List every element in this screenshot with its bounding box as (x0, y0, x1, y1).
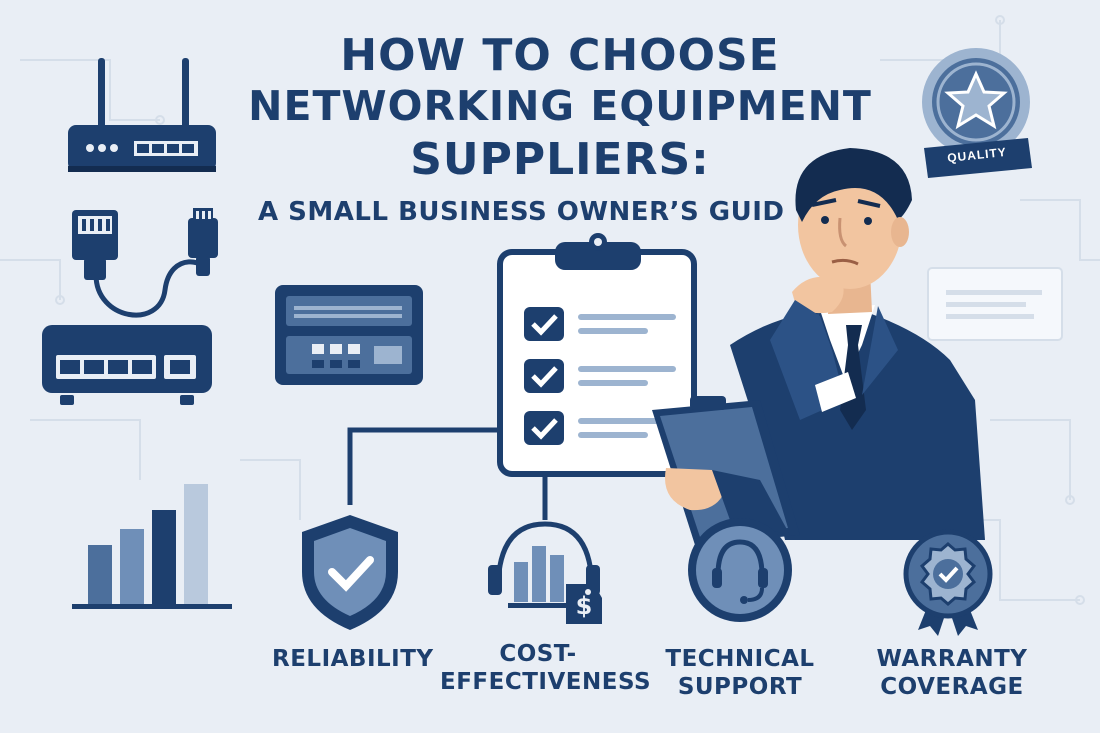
shield-check-icon (302, 515, 398, 630)
bar-chart-bar (184, 484, 208, 604)
criterion-label: TECHNICAL (665, 646, 815, 672)
router-icon (68, 58, 216, 172)
criterion-label: SUPPORT (677, 674, 803, 700)
warranty-ribbon-icon (903, 529, 993, 636)
speech-card (927, 267, 1063, 341)
criterion-label: COVERAGE (880, 674, 1024, 700)
criterion-technical-support: TECHNICAL SUPPORT (660, 645, 820, 701)
page-title-line-1: HOW TO CHOOSE (340, 30, 780, 81)
checklist-clipboard-icon (497, 233, 697, 477)
network-switch-icon (42, 325, 212, 405)
bar-chart-bar (120, 529, 144, 604)
checklist-item (524, 307, 676, 341)
criterion-label: COST- (499, 641, 577, 667)
server-icon (275, 285, 423, 385)
connector-lines (347, 427, 548, 520)
criterion-label: WARRANTY (876, 646, 1028, 672)
quality-badge-icon (922, 48, 1032, 178)
ethernet-cable-icon (72, 208, 218, 318)
businessman-figure (652, 148, 985, 545)
criterion-warranty-coverage: WARRANTY COVERAGE (872, 645, 1032, 701)
bar-chart-bar (152, 510, 176, 604)
page-subtitle: A SMALL BUSINESS OWNER’S GUID (258, 197, 785, 227)
page-title-line-2: NETWORKING EQUIPMENT (248, 82, 872, 130)
checklist-item (524, 411, 676, 445)
criterion-label: RELIABILITY (272, 646, 434, 672)
bar-chart-bar (88, 545, 112, 604)
criterion-cost-effectiveness: COST- EFFECTIVENESS (440, 640, 652, 696)
page-title-line-3: SUPPLIERS: (410, 134, 710, 185)
bar-chart-icon (72, 484, 232, 609)
criterion-label: EFFECTIVENESS (440, 669, 652, 695)
checklist-item (524, 359, 676, 393)
cost-chart-icon (488, 521, 602, 624)
dollar-sign-icon: $ (575, 592, 593, 620)
headset-icon (688, 518, 792, 622)
criterion-reliability: RELIABILITY (272, 645, 434, 673)
